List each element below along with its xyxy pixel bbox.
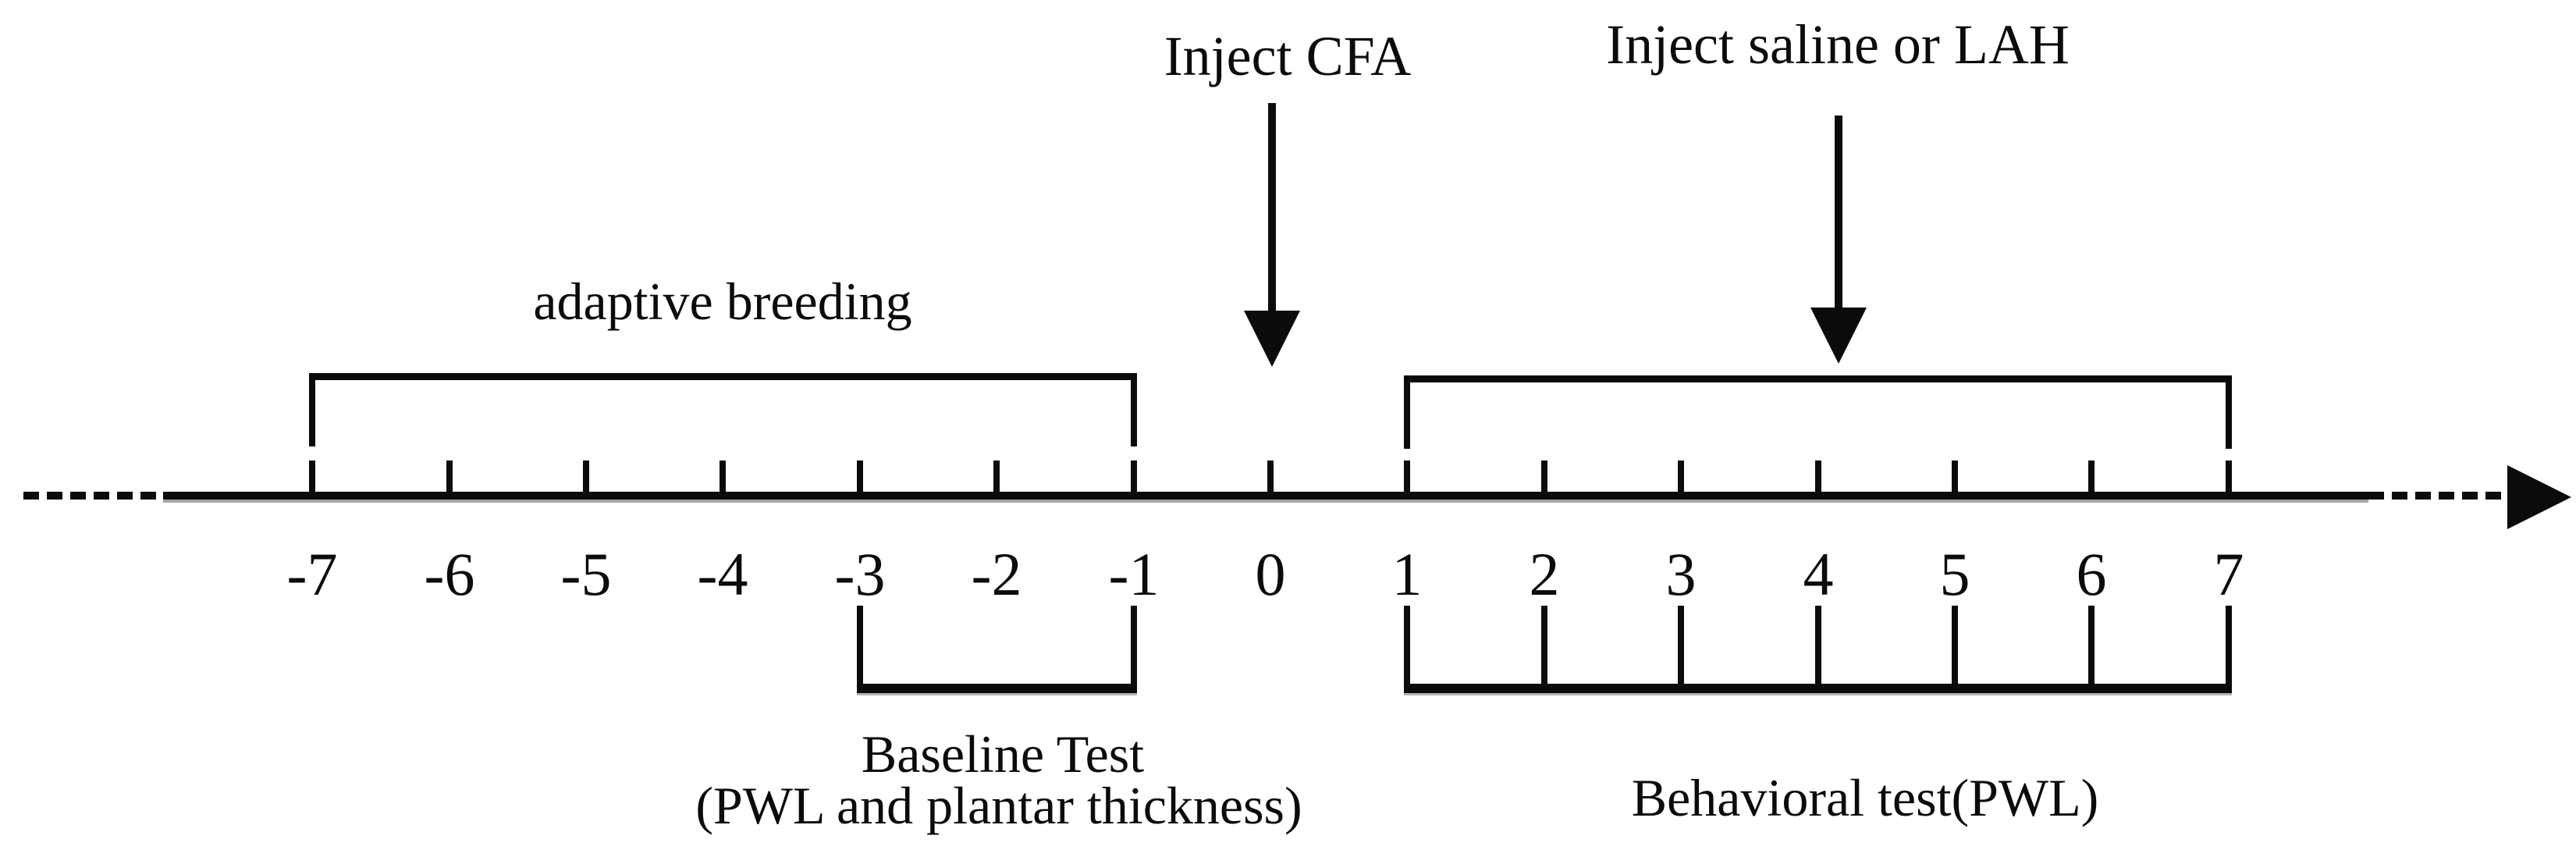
- axis-left-dashed-segment: [23, 492, 164, 500]
- behavioral-comb-tick: [2088, 606, 2095, 684]
- day-tick: [583, 461, 589, 492]
- adaptive-breeding-bracket-right-end: [1131, 373, 1137, 493]
- inject-cfa-label: Inject CFA: [1164, 25, 1412, 87]
- day-label: -1: [1108, 540, 1160, 608]
- behavioral-comb-tick: [1404, 606, 1410, 684]
- day-tick: [1952, 461, 1958, 492]
- behavioral-test-label: Behavioral test(PWL): [1631, 768, 2099, 827]
- day-label: -3: [834, 540, 886, 608]
- baseline-bracket-left-end: [857, 606, 863, 684]
- inject-saline-arrowhead-icon: [1810, 308, 1867, 364]
- day-label: -7: [286, 540, 338, 608]
- behavioral-comb-tick: [1815, 606, 1821, 684]
- day-label: 1: [1391, 540, 1423, 608]
- day-label: 5: [1939, 540, 1970, 608]
- behavioral-comb-tick: [1541, 606, 1547, 684]
- behavioral-comb-tick: [2226, 606, 2232, 684]
- baseline-test-label-line2: (PWL and plantar thickness): [695, 776, 1302, 835]
- axis-line: [163, 492, 2368, 500]
- inject-cfa-arrowhead-icon: [1244, 311, 1300, 367]
- day-label: -5: [560, 540, 612, 608]
- adaptive-breeding-bracket: [309, 373, 1137, 380]
- baseline-test-label-line1: Baseline Test: [861, 724, 1145, 784]
- day-label: 7: [2213, 540, 2244, 608]
- behavioral-bracket-bar-shadow: [1404, 693, 2232, 695]
- adaptive-breeding-bracket-left-end: [309, 373, 315, 493]
- adaptive-breeding-label: adaptive breeding: [533, 272, 912, 331]
- day-tick: [446, 461, 453, 492]
- baseline-bracket-right-end: [1131, 606, 1137, 684]
- inject-saline-arrow-line: [1835, 116, 1842, 309]
- day-tick: [1541, 461, 1547, 492]
- day-tick: [720, 461, 726, 492]
- axis-arrowhead-icon: [2507, 465, 2571, 529]
- axis-right-dashed-segment: [2368, 492, 2507, 500]
- day-label: -2: [971, 540, 1022, 608]
- day-label: 2: [1529, 540, 1560, 608]
- day-label: 6: [2076, 540, 2107, 608]
- behavioral-bracket-bar: [1404, 684, 2232, 693]
- day-tick: [1815, 461, 1821, 492]
- behavioral-comb-tick: [1952, 606, 1958, 684]
- behavioral-comb-tick: [1678, 606, 1684, 684]
- day-tick: [1678, 461, 1684, 492]
- behavioral-period-bracket-right-end: [2226, 375, 2232, 496]
- day-label: 4: [1803, 540, 1834, 608]
- baseline-bracket-bar-shadow: [857, 693, 1137, 695]
- baseline-bracket-bar: [857, 684, 1137, 693]
- day-tick: [857, 461, 863, 492]
- behavioral-period-bracket: [1404, 375, 2232, 382]
- day-label: -6: [424, 540, 475, 608]
- inject-saline-label: Inject saline or LAH: [1606, 13, 2070, 76]
- day-label: -4: [697, 540, 748, 608]
- behavioral-period-bracket-left-end: [1404, 375, 1410, 496]
- day-label: 0: [1255, 540, 1286, 608]
- day-tick: [2088, 461, 2095, 492]
- day-tick: [1267, 461, 1274, 492]
- inject-cfa-arrow-line: [1268, 103, 1276, 312]
- day-tick: [993, 461, 1000, 492]
- day-label: 3: [1665, 540, 1697, 608]
- axis-shadow: [163, 500, 2368, 503]
